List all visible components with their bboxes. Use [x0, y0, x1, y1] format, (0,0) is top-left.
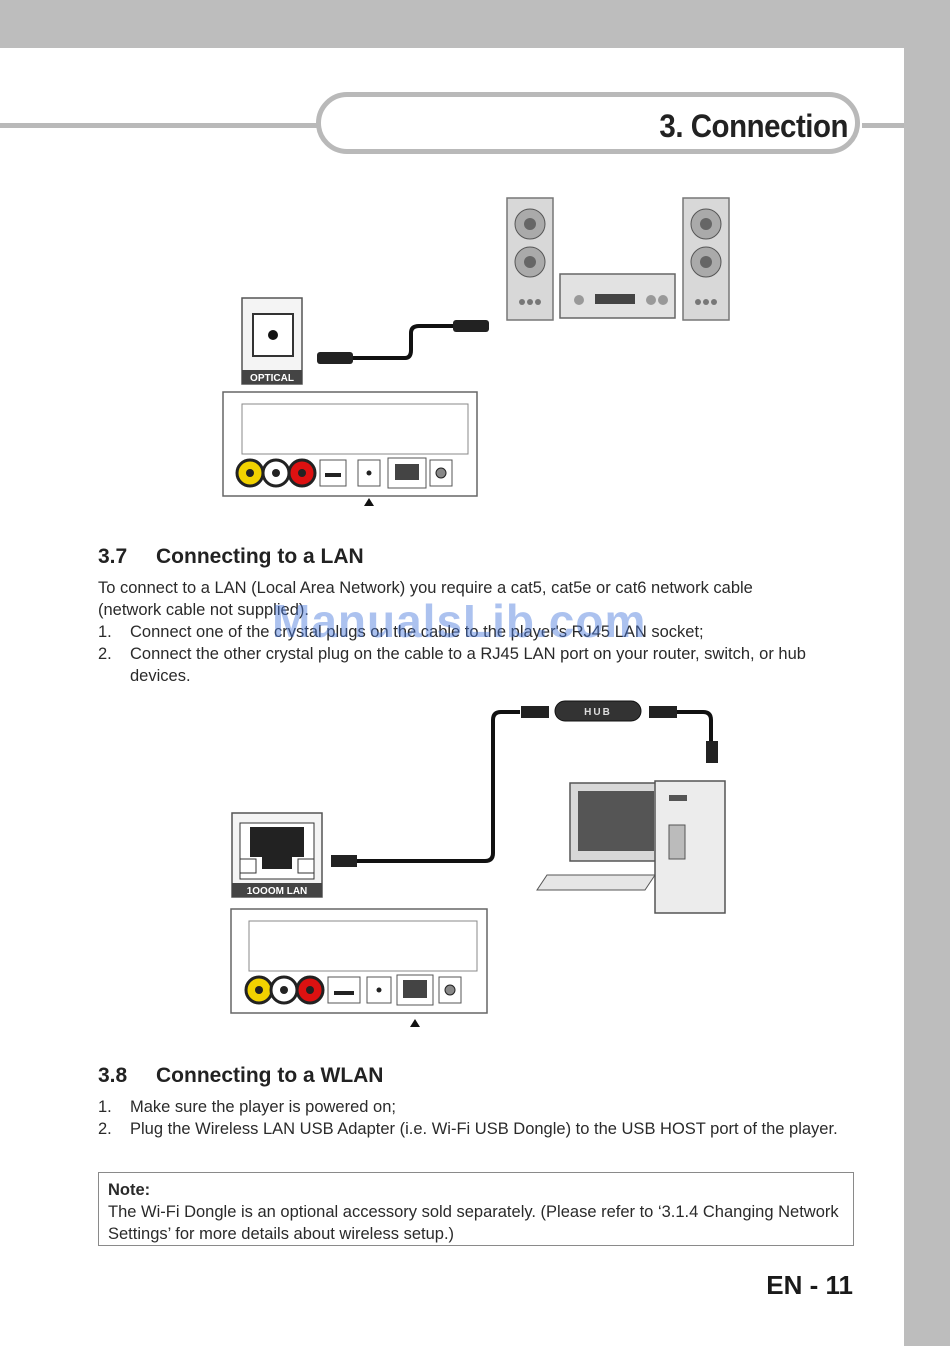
list-item: 2.Plug the Wireless LAN USB Adapter (i.e…: [98, 1120, 838, 1138]
lan-label: 1OOOM LAN: [247, 886, 308, 897]
list-item: 1.Make sure the player is powered on;: [98, 1098, 396, 1116]
amplifier-icon: [559, 273, 676, 319]
computer-icon: [536, 780, 726, 914]
list-item: 1.Connect one of the crystal plugs on th…: [98, 623, 704, 641]
lan-port-closeup: 1OOOM LAN: [231, 812, 323, 898]
optical-connection-diagram: OPTICAL: [222, 197, 730, 506]
note-box: Note: The Wi-Fi Dongle is an optional ac…: [98, 1172, 854, 1246]
network-cable: [331, 706, 718, 867]
hub-device-icon: HUB: [554, 700, 642, 722]
page-frame-right: [904, 0, 950, 1346]
optical-label: OPTICAL: [250, 373, 294, 384]
section-title: Connecting to a LAN: [156, 545, 364, 568]
header-rule-left: [0, 123, 318, 128]
chapter-title: 3. Connection: [659, 108, 848, 144]
section-number: 3.7: [98, 545, 128, 568]
lan-connection-diagram: HUB 1OOOM LAN: [230, 700, 726, 1027]
section-3-7-steps: 1.Connect one of the crystal plugs on th…: [98, 621, 858, 687]
page-sheet: [0, 48, 904, 1346]
player-back-panel: [230, 908, 488, 1027]
note-text: The Wi-Fi Dongle is an optional accessor…: [108, 1203, 839, 1243]
page-frame-top: [0, 0, 950, 48]
section-3-7-intro: To connect to a LAN (Local Area Network)…: [98, 577, 858, 621]
speaker-right-icon: [682, 197, 730, 321]
intro-line-1: To connect to a LAN (Local Area Network)…: [98, 579, 753, 597]
section-number: 3.8: [98, 1064, 128, 1087]
hub-label: HUB: [584, 707, 612, 718]
chapter-header-pill: [316, 92, 860, 154]
list-item: 2.Connect the other crystal plug on the …: [98, 645, 806, 685]
note-title: Note:: [108, 1181, 151, 1199]
intro-line-2: (network cable not supplied).: [98, 601, 309, 619]
optical-cable: [317, 320, 489, 364]
watermark: ManualsLib.com: [272, 595, 647, 647]
page-number: EN - 11: [766, 1270, 853, 1300]
section-3-7-heading: 3.7 Connecting to a LAN: [98, 545, 364, 569]
section-title: Connecting to a WLAN: [156, 1064, 384, 1087]
player-back-panel: [222, 391, 478, 506]
section-3-8-steps: 1.Make sure the player is powered on; 2.…: [98, 1096, 858, 1140]
speaker-left-icon: [506, 197, 554, 321]
header-rule-right: [862, 123, 904, 128]
section-3-8-heading: 3.8 Connecting to a WLAN: [98, 1064, 383, 1088]
optical-port-closeup: OPTICAL: [241, 297, 303, 385]
